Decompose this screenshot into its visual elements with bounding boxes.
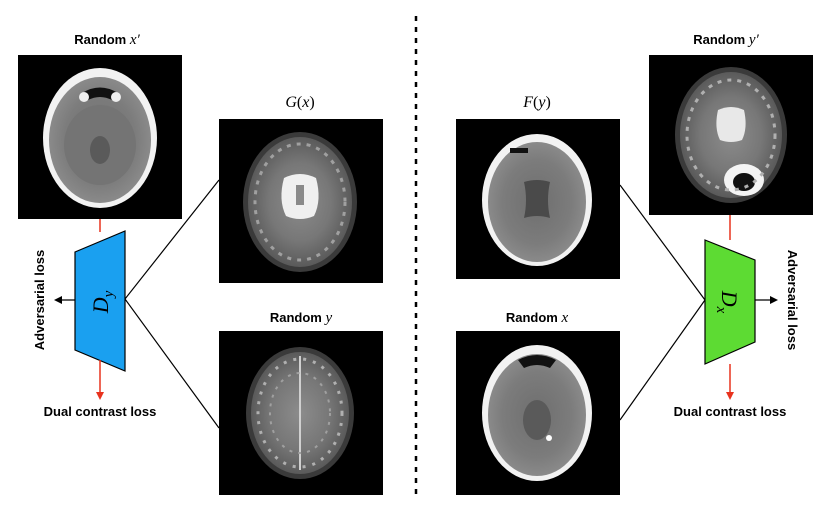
right-top-mr-image <box>649 55 813 215</box>
svg-text:Dx: Dx <box>713 290 742 314</box>
right-panel: F(y) Random x Random y′ <box>456 32 813 495</box>
right-bottom-ct-image <box>456 331 620 495</box>
left-bottom-mr-image <box>219 331 383 495</box>
left-top-ct-image <box>18 55 182 219</box>
discriminator-dy: Dy <box>74 230 126 372</box>
generated-f-label: F(y) <box>522 94 551 111</box>
left-bottom-image-label: Random y <box>270 310 333 326</box>
svg-text:Dy: Dy <box>88 290 117 314</box>
left-panel: Random x′ Dy Dual contrast loss <box>18 32 383 495</box>
left-dual-contrast-loss-label: Dual contrast loss <box>44 404 157 419</box>
discriminator-dx: Dx <box>704 239 756 365</box>
right-dual-contrast-loss-label: Dual contrast loss <box>674 404 787 419</box>
right-bottom-image-label: Random x <box>506 310 569 326</box>
left-top-image-label: Random x′ <box>74 32 140 48</box>
generated-mr-image <box>219 119 383 283</box>
right-top-image-label: Random y′ <box>693 32 759 48</box>
right-adversarial-loss-label: Adversarial loss <box>785 250 800 350</box>
left-adversarial-loss-label: Adversarial loss <box>32 250 47 350</box>
generated-g-label: G(x) <box>285 94 314 111</box>
generated-ct-image <box>456 119 620 279</box>
